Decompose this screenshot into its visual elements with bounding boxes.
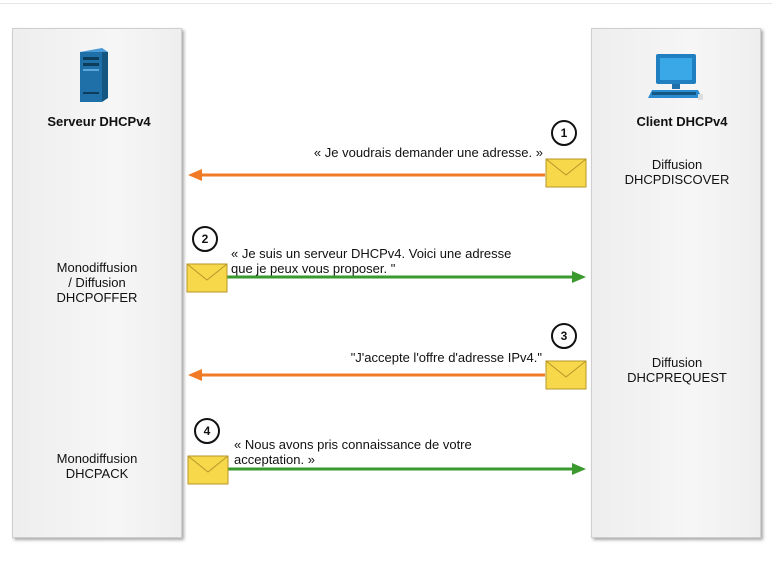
server-label-offer: Monodiffusion / Diffusion DHCPOFFER <box>20 260 174 305</box>
label-line: Diffusion <box>651 355 703 370</box>
envelope-icon <box>545 360 587 390</box>
envelope-icon <box>186 263 228 293</box>
message-line: « Nous avons pris connaissance de votre <box>234 437 472 452</box>
label-line: Diffusion <box>651 157 703 172</box>
label-line: / Diffusion <box>68 275 126 290</box>
step-badge-4: 4 <box>194 418 220 444</box>
client-label-discover: Diffusion DHCPDISCOVER <box>600 157 754 187</box>
server-title: Serveur DHCPv4 <box>47 114 151 129</box>
server-tower-icon <box>80 48 108 102</box>
step-badge-2: 2 <box>192 226 218 252</box>
desktop-computer-icon <box>648 54 703 100</box>
label-line: DHCPDISCOVER <box>624 172 730 187</box>
message-request-text: "J'accepte l'offre d'adresse IPv4." <box>351 350 542 365</box>
server-label-ack: Monodiffusion DHCPACK <box>20 451 174 481</box>
label-line: DHCPOFFER <box>56 290 138 305</box>
message-discover-text: « Je voudrais demander une adresse. » <box>314 145 543 160</box>
client-title: Client DHCPv4 <box>636 114 728 129</box>
message-line: « Je suis un serveur DHCPv4. Voici une a… <box>231 246 512 261</box>
server-panel <box>12 28 182 538</box>
label-line: DHCPREQUEST <box>627 370 727 385</box>
arrow-discover <box>188 169 545 181</box>
client-panel <box>591 28 761 538</box>
top-divider <box>0 0 772 4</box>
arrow-ack <box>228 463 586 475</box>
arrow-offer <box>226 271 586 283</box>
envelope-icon <box>545 158 587 188</box>
step-badge-3: 3 <box>551 323 577 349</box>
message-line: "J'accepte l'offre d'adresse IPv4." <box>350 350 542 365</box>
client-label-request: Diffusion DHCPREQUEST <box>600 355 754 385</box>
message-offer-text: « Je suis un serveur DHCPv4. Voici une a… <box>231 246 511 276</box>
message-line: « Je voudrais demander une adresse. » <box>313 145 543 160</box>
message-ack-text: « Nous avons pris connaissance de votre … <box>234 437 472 467</box>
label-line: DHCPACK <box>65 466 129 481</box>
label-line: Monodiffusion <box>56 260 138 275</box>
label-line: Monodiffusion <box>56 451 138 466</box>
arrow-request <box>188 369 545 381</box>
message-line: que je peux vous proposer. " <box>231 261 396 276</box>
message-line: acceptation. » <box>234 452 315 467</box>
envelope-icon <box>187 455 229 485</box>
step-badge-1: 1 <box>551 120 577 146</box>
